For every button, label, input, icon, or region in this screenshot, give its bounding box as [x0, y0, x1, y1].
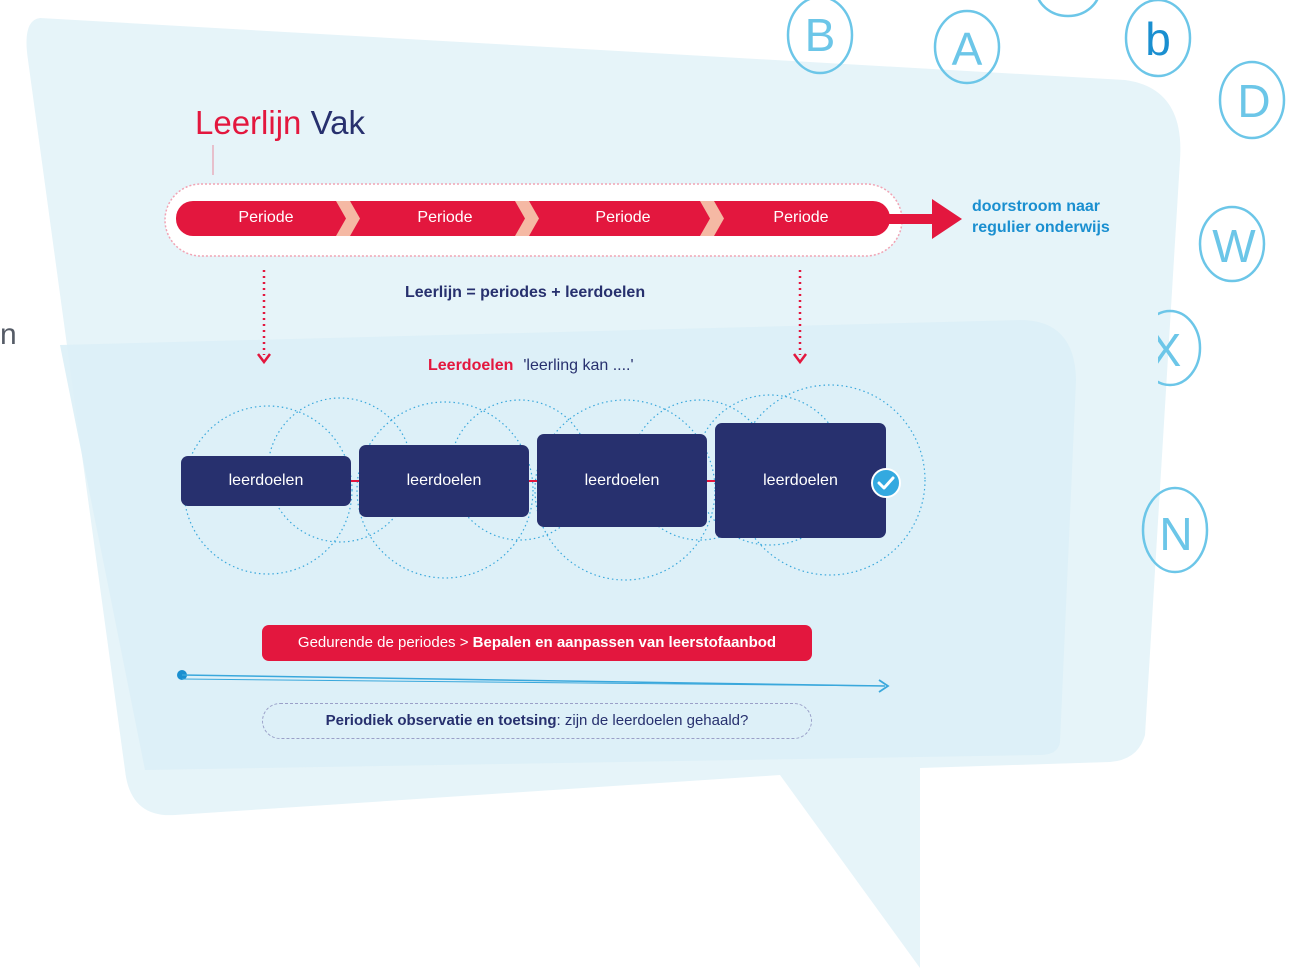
- observation-pill: Periodiek observatie en toetsing: zijn d…: [262, 703, 812, 739]
- letter-w: W: [1212, 220, 1256, 272]
- outcome-line-2: regulier onderwijs: [972, 219, 1110, 236]
- goal-box-4-label: leerdoelen: [763, 471, 838, 489]
- title-vak: Vak: [310, 104, 365, 141]
- leerdoelen-caption-text: 'leerling kan ....': [523, 357, 634, 374]
- goal-box-3-label: leerdoelen: [584, 471, 660, 489]
- check-icon: [871, 468, 901, 498]
- period-chevrons: [336, 201, 724, 236]
- goal-box-2-label: leerdoelen: [406, 472, 482, 489]
- formula-text: Leerlijn = periodes + leerdoelen: [405, 284, 646, 301]
- goal-box-1: leerdoelen: [181, 456, 351, 506]
- cropped-text-fragment: n: [0, 318, 17, 351]
- outcome-text: doorstroom naar regulier onderwijs: [972, 196, 1142, 238]
- goal-box-3: leerdoelen: [537, 434, 707, 527]
- period-label-1: Periode: [238, 209, 294, 226]
- period-label-2: Periode: [417, 209, 473, 226]
- doorstroom-arrow: [885, 199, 962, 239]
- letter-b-upper: B: [805, 9, 836, 61]
- dotted-arrows: [262, 270, 802, 355]
- goal-box-1-label: leerdoelen: [228, 472, 304, 489]
- outcome-line-1: doorstroom naar: [972, 198, 1101, 215]
- letter-circle-a: [933, 9, 1001, 85]
- letter-n: N: [1159, 508, 1192, 560]
- planning-bar: Gedurende de periodes > Bepalen en aanpa…: [262, 625, 812, 661]
- period-label-4: Periode: [773, 209, 829, 226]
- observation-bold: Periodiek observatie en toetsing: [325, 712, 557, 729]
- letter-circle-top-partial: [1037, 0, 1099, 18]
- leerdoelen-caption-label: Leerdoelen: [428, 357, 514, 374]
- letter-circle-d: [1218, 60, 1286, 140]
- goal-box-2: leerdoelen: [359, 445, 529, 517]
- letter-a: A: [952, 23, 983, 75]
- letter-b-lower: b: [1145, 13, 1171, 65]
- title-leerlijn: Leerlijn: [195, 104, 302, 141]
- letter-circle-b-lower: [1124, 0, 1192, 78]
- leerdoelen-caption: Leerdoelen 'leerling kan ....': [428, 357, 634, 375]
- planning-bar-prefix: Gedurende de periodes >: [297, 634, 473, 651]
- letter-circle-w: [1198, 205, 1266, 283]
- letter-circle-n: [1141, 486, 1209, 574]
- letter-circle-b-upper: [786, 0, 854, 75]
- letter-d: D: [1237, 75, 1270, 127]
- timeline: [177, 670, 890, 693]
- page-title: Leerlijn Vak: [195, 104, 365, 142]
- period-label-3: Periode: [595, 209, 651, 226]
- planning-bar-bold: Bepalen en aanpassen van leerstofaanbod: [472, 634, 777, 651]
- observation-rest: : zijn de leerdoelen gehaald?: [556, 712, 749, 729]
- goal-box-4: leerdoelen: [715, 423, 886, 538]
